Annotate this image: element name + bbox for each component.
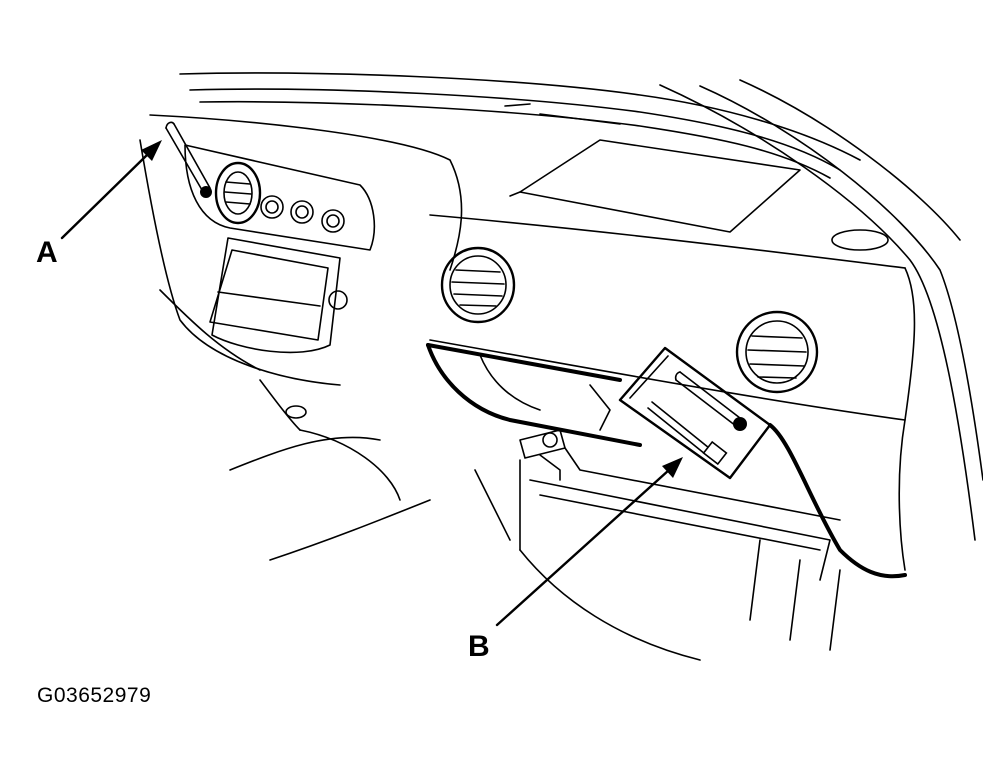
leader-arrow-b	[495, 457, 683, 627]
middle-air-vent	[440, 246, 516, 324]
left-air-vent	[214, 161, 262, 225]
center-panel	[159, 237, 348, 371]
upper-display-recess	[509, 139, 889, 251]
door-pillar	[659, 79, 983, 541]
figure-id: G03652979	[37, 684, 152, 707]
tool-a	[165, 121, 212, 198]
center-console	[229, 379, 431, 561]
right-air-vent	[735, 310, 819, 394]
tool-b	[647, 371, 747, 466]
callout-label-a: A	[36, 236, 58, 269]
dashboard-face	[429, 214, 916, 571]
leader-arrow-a	[60, 140, 162, 240]
instrument-cluster	[139, 114, 463, 386]
callout-label-b: B	[468, 630, 490, 663]
tool-b-panel	[618, 346, 772, 480]
dashboard-top-edge	[179, 72, 861, 179]
glove-box	[426, 343, 907, 661]
